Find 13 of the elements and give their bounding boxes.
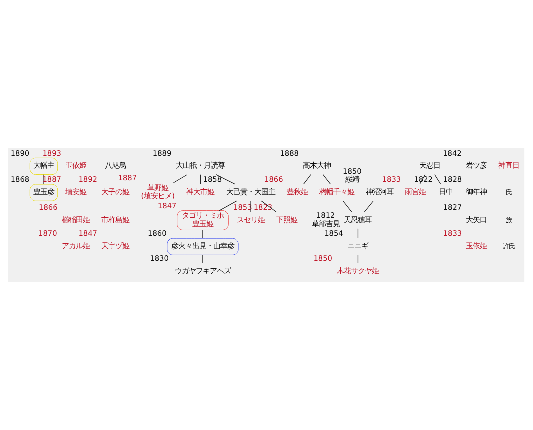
connector bbox=[303, 174, 312, 185]
connector bbox=[219, 200, 238, 212]
connector bbox=[342, 200, 352, 212]
connector bbox=[261, 200, 277, 212]
connector bbox=[173, 174, 188, 184]
connector bbox=[322, 174, 332, 185]
connector bbox=[434, 174, 442, 185]
connector bbox=[200, 174, 201, 185]
connector bbox=[202, 230, 204, 239]
connector bbox=[202, 254, 204, 264]
connector bbox=[216, 174, 236, 185]
connector bbox=[364, 200, 374, 212]
connector bbox=[358, 228, 359, 239]
